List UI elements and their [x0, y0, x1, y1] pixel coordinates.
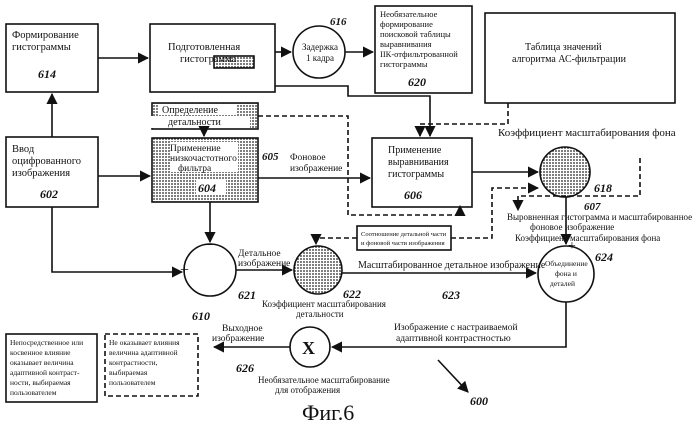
direct-influence-line-5: ности, выбираемая: [10, 378, 71, 387]
apply-eq-line-2: выравнивания: [388, 157, 449, 168]
optional-lut-line-1: Необязательное: [380, 9, 438, 19]
bg-scale-coefficient-label-2: Коэффициент масштабирования фона: [515, 233, 660, 243]
subtract-minus-sign: −: [204, 237, 213, 254]
digital-input-line-3: изображения: [12, 168, 70, 179]
output-multiplier-symbol: X: [302, 338, 315, 358]
direct-influence-line-6: пользователем: [10, 388, 57, 397]
bg-scale-coefficient-label: Коэффициент масштабирования фона: [498, 127, 676, 139]
lowpass-filter-block: Применение низкочастотного фильтра 604: [152, 138, 258, 202]
ref-600: 600: [470, 394, 488, 408]
direct-influence-line-3: оказывает величина: [10, 358, 74, 367]
detail-determination-line-1: Определение: [162, 105, 219, 116]
direct-influence-legend: Непосредственное или косвенное влияние о…: [6, 334, 97, 402]
ref-616: 616: [330, 16, 347, 28]
ac-table-block: Таблица значений алгоритма АС-фильтрации: [485, 13, 675, 103]
optional-display-scaling-1: Необязательное масштабирование: [258, 375, 390, 385]
ref-623: 623: [442, 288, 460, 302]
adaptive-image-label-2: адаптивной контрастностью: [396, 333, 511, 344]
no-influence-line-1: Не оказывает влияния: [109, 338, 180, 347]
optional-lut-line-5: ІІК-отфильтрованной: [380, 49, 458, 59]
no-influence-line-2: величина адаптивной: [109, 348, 178, 357]
apply-equalization-block: Применение выравнивания гистограммы 606: [372, 138, 472, 207]
ref-620: 620: [408, 75, 426, 89]
scaled-detail-image-label: Масштабированное детальное изображение: [358, 260, 546, 271]
ref-604: 604: [198, 181, 216, 195]
ref-606: 606: [404, 188, 422, 202]
frame-delay-line-2: 1 кадра: [306, 53, 334, 63]
optional-lut-line-6: гистограммы: [380, 59, 428, 69]
optional-lut-block: Необязательное формирование поисковой та…: [375, 6, 472, 93]
prepared-histogram-block: Подготовленная гистограмма: [150, 24, 275, 92]
ref-614: 614: [38, 67, 56, 81]
background-image-label-1: Фоновое: [290, 153, 326, 163]
ref-618: 618: [594, 181, 612, 195]
ratio-block: Соотношение детальной части и фоновой ча…: [357, 226, 451, 250]
histogram-formation-line-2: гистограммы: [12, 42, 71, 53]
detail-determination-block: Определение детальности: [150, 103, 258, 129]
subtract-plus-sign: +: [180, 262, 189, 279]
prepared-histogram-line-1: Подготовленная: [168, 42, 240, 53]
prepared-histogram-line-2: гистограмма: [180, 54, 237, 65]
equalized-scaled-label-1: Выровненная гистограмма и масштабированн…: [507, 212, 692, 222]
ref-624: 624: [595, 250, 613, 264]
combine-node: Объединение фона и деталей + 624: [538, 239, 613, 302]
optional-lut-line-3: поисковой таблицы: [380, 29, 451, 39]
no-influence-line-3: контрастности,: [109, 358, 158, 367]
lowpass-line-1: Применение: [170, 144, 221, 154]
frame-delay-line-1: Задержка: [302, 42, 338, 52]
combine-line-2: фона и: [555, 269, 577, 278]
background-image-label-2: изображение: [290, 163, 342, 174]
ref-626: 626: [236, 361, 254, 375]
no-influence-line-4: выбираемая: [109, 368, 148, 377]
optional-lut-line-4: выравнивания: [380, 39, 432, 49]
subtract-node: + − 610: [180, 237, 236, 323]
detail-determination-line-2: детальности: [168, 117, 222, 128]
histogram-formation-block: Формирование гистограммы 614: [6, 24, 98, 92]
direct-influence-line-1: Непосредственное или: [10, 338, 83, 347]
lowpass-line-2: низкочастотного: [170, 154, 237, 164]
ref-610: 610: [192, 309, 210, 323]
ac-table-line-1: Таблица значений: [525, 42, 602, 53]
direct-influence-line-2: косвенное влияние: [10, 348, 71, 357]
background-multiplier-node: 618: [540, 147, 612, 197]
frame-delay-node: Задержка 1 кадра 616: [293, 16, 347, 78]
detail-image-label-1: Детальное: [238, 249, 281, 259]
apply-eq-line-3: гистограммы: [388, 169, 444, 180]
ratio-line-2: и фоновой части изображения: [361, 240, 445, 247]
optional-lut-line-2: формирование: [380, 19, 433, 29]
adaptive-image-label-1: Изображение с настраиваемой: [394, 322, 518, 333]
output-multiplier-node: X: [290, 327, 330, 367]
optional-display-scaling-2: для отображения: [275, 385, 340, 395]
lowpass-line-3: фильтра: [178, 163, 212, 174]
ref-605: 605: [262, 151, 279, 163]
apply-eq-line-1: Применение: [388, 145, 442, 156]
output-image-label-1: Выходное: [222, 324, 263, 334]
direct-influence-line-4: адаптивной контраст-: [10, 368, 80, 377]
digital-input-line-2: оцифрованного: [12, 156, 81, 167]
digital-input-line-1: Ввод: [12, 144, 35, 155]
ref-621: 621: [238, 288, 256, 302]
digital-image-input-block: Ввод оцифрованного изображения 602: [6, 137, 98, 207]
figure-caption: Фиг.6: [302, 400, 354, 425]
histogram-formation-line-1: Формирование: [12, 30, 79, 41]
no-influence-legend: Не оказывает влияния величина адаптивной…: [105, 334, 198, 396]
output-image-label-2: изображение: [212, 333, 264, 344]
ac-table-line-2: алгоритма АС-фильтрации: [512, 54, 627, 65]
ratio-line-1: Соотношение детальной части: [361, 231, 447, 238]
combine-line-1: Объединение: [545, 259, 588, 268]
detail-image-label-2: изображение: [238, 258, 290, 269]
ref-602: 602: [40, 187, 58, 201]
no-influence-line-5: пользователем: [109, 378, 156, 387]
detail-scale-coef-label-1: Коэффициент масштабирования: [262, 299, 386, 309]
combine-line-3: деталей: [550, 279, 575, 288]
detail-scale-coef-label-2: детальности: [296, 309, 344, 319]
equalized-scaled-label-2: фоновое изображение: [530, 222, 614, 232]
